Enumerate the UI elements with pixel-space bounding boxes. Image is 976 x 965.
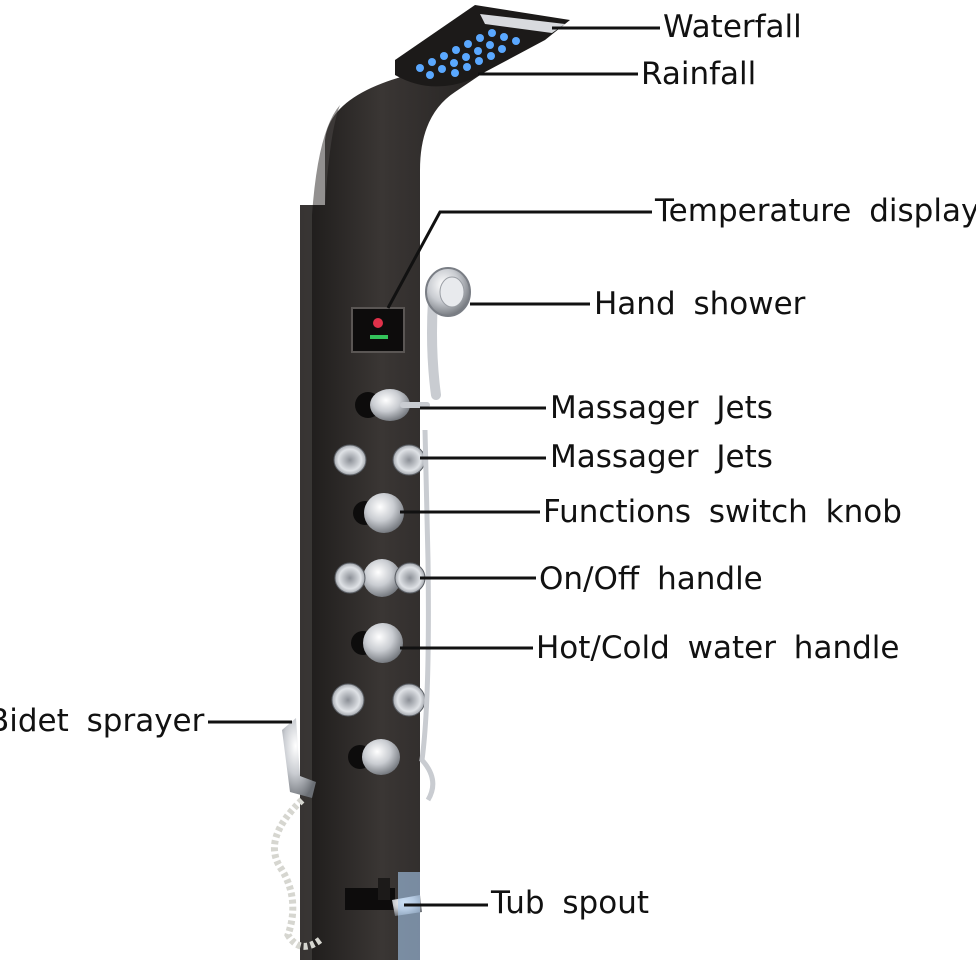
bidet-sprayer-icon [271,718,323,950]
label-temperature-display: Temperature display [655,193,976,229]
knob-lower [348,739,400,775]
label-functions-switch-knob: Functions switch knob [543,494,902,530]
knob-hot-cold [351,623,403,663]
label-waterfall: Waterfall [663,9,802,45]
label-rainfall: Rainfall [641,56,757,92]
hand-shower-hose [419,429,436,802]
knob-on-off [363,559,401,597]
waterfall-outlet [480,14,565,33]
label-hand-shower: Hand shower [594,286,806,322]
rainfall-led-nozzles [416,29,520,79]
leader-lines [208,26,660,907]
knob-functions-switch [353,493,404,533]
tub-spout-icon [345,872,422,960]
temperature-display-icon [351,307,405,353]
label-massager-jets-1: Massager Jets [550,390,773,426]
label-on-off-handle: On/Off handle [539,561,763,597]
label-bidet-sprayer: Bidet sprayer [0,703,205,739]
label-massager-jets-2: Massager Jets [550,439,773,475]
knob-massager-jets [355,389,430,421]
label-tub-spout: Tub spout [491,885,650,921]
hand-shower-icon [425,267,471,400]
massage-jet-icon [331,444,426,717]
shower-panel-body [300,30,532,960]
panel-edge-highlight [300,105,340,960]
label-hot-cold-handle: Hot/Cold water handle [536,630,900,666]
